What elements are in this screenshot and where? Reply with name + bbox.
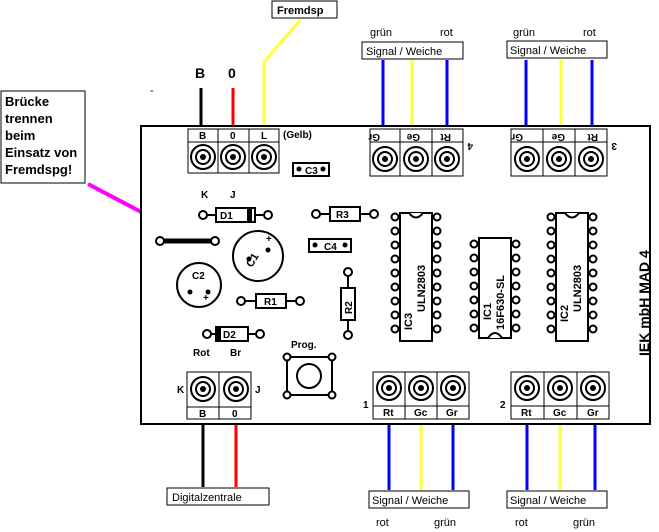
- svg-text:ULN2803: ULN2803: [572, 265, 584, 312]
- k-label-top: K: [201, 190, 209, 201]
- svg-text:16F630-SL: 16F630-SL: [495, 275, 507, 330]
- prog-label: Prog.: [291, 340, 317, 351]
- term-l-label: L: [261, 131, 267, 142]
- svg-text:C3: C3: [305, 166, 318, 177]
- svg-text:Rt: Rt: [383, 408, 394, 419]
- port1-number: 1: [363, 400, 369, 411]
- ic2-chip: IC2 ULN2803: [546, 212, 598, 342]
- port1-signal-label: Signal / Weiche: [372, 495, 448, 507]
- port4-signal-box: [361, 41, 464, 60]
- svg-text:IC1: IC1: [482, 303, 494, 320]
- port3-signal-label: Signal / Weiche: [510, 45, 586, 57]
- diode-d1: D1: [198, 207, 273, 223]
- port2-number: 2: [500, 400, 506, 411]
- port3-gruen-label: grün: [513, 27, 535, 39]
- svg-text:Gr: Gr: [587, 408, 599, 419]
- term-0-bottom-label: 0: [232, 409, 238, 420]
- bridge-note-line3: beim: [5, 128, 35, 143]
- digitalzentrale-label: Digitalzentrale: [172, 492, 242, 504]
- svg-text:Gr: Gr: [368, 131, 380, 142]
- fremdsp-wire: [262, 19, 302, 126]
- k-label-bottom: K: [177, 385, 185, 396]
- port4-number: 4: [467, 140, 473, 151]
- svg-text:Gc: Gc: [414, 408, 428, 419]
- port2-signal-label: Signal / Weiche: [510, 495, 586, 507]
- gelb-label: (Gelb): [283, 130, 312, 141]
- svg-text:IC2: IC2: [559, 305, 571, 322]
- term-b-bottom-label: B: [199, 409, 206, 420]
- b-label-top: B: [195, 65, 205, 81]
- bridge-note-line2: trennen: [5, 111, 53, 126]
- fremdsp-label-box: [271, 0, 338, 19]
- port3-terminal-block: Gr Ge Rt: [510, 128, 608, 177]
- svg-text:+: +: [203, 293, 209, 304]
- j-label-bottom: J: [255, 385, 261, 396]
- svg-text:R2: R2: [344, 301, 355, 314]
- port1-signal-box: [368, 490, 470, 509]
- svg-text:C2: C2: [192, 271, 205, 282]
- port3-rot-label: rot: [583, 27, 596, 39]
- svg-text:IC3: IC3: [403, 313, 415, 330]
- svg-text:R1: R1: [264, 297, 277, 308]
- port4-gruen-label: grün: [370, 27, 392, 39]
- resistor-r1: R1: [236, 293, 305, 309]
- svg-text:C4: C4: [324, 242, 337, 253]
- svg-text:R3: R3: [336, 210, 349, 221]
- svg-text:Rt: Rt: [440, 131, 451, 142]
- capacitor-c3: C3: [292, 162, 330, 177]
- bridge-note-box: [0, 90, 86, 184]
- svg-text:D2: D2: [223, 330, 236, 341]
- term-b-label: B: [199, 131, 206, 142]
- resistor-r3: R3: [311, 206, 379, 222]
- port2-gruen-label: grün: [573, 517, 595, 529]
- external-wires: [199, 19, 597, 490]
- port1-gruen-label: grün: [434, 517, 456, 529]
- port2-signal-box: [506, 490, 608, 509]
- bridge-note-line5: Fremdspg!: [5, 162, 72, 177]
- resistor-r2: R2: [340, 267, 356, 340]
- svg-text:D1: D1: [220, 211, 233, 222]
- rot-label-board: Rot: [193, 348, 210, 359]
- dash-mark: -: [150, 85, 154, 97]
- port1-rot-label: rot: [376, 517, 389, 529]
- j-label-top: J: [230, 190, 236, 201]
- port4-signal-label: Signal / Weiche: [366, 46, 442, 58]
- port3-signal-box: [506, 40, 608, 59]
- capacitor-c1: C1 +: [232, 230, 284, 282]
- port2-terminal-block: Rt Gc Gr: [510, 371, 610, 420]
- zero-label-top: 0: [228, 65, 236, 81]
- port2-rot-label: rot: [515, 517, 528, 529]
- power-terminal-block: B 0 L: [187, 128, 280, 174]
- svg-text:ULN2803: ULN2803: [416, 265, 428, 312]
- port4-terminal-block: Gr Ge Rt: [368, 128, 464, 177]
- port4-rot-label: rot: [440, 27, 453, 39]
- capacitor-c2: C2 +: [176, 262, 222, 308]
- svg-text:Ge: Ge: [551, 131, 565, 142]
- svg-text:Gc: Gc: [553, 408, 567, 419]
- svg-text:+: +: [266, 234, 272, 245]
- ic1-chip: IC1 16F630-SL: [469, 237, 521, 339]
- ic3-chip: IC3 ULN2803: [390, 212, 442, 342]
- port3-number: 3: [611, 140, 617, 151]
- svg-text:Gr: Gr: [446, 408, 458, 419]
- digital-terminal-block: B 0: [186, 371, 252, 420]
- svg-text:Rt: Rt: [521, 408, 532, 419]
- diode-d2: D2: [202, 326, 265, 342]
- bridge-note-line4: Einsatz von: [5, 145, 77, 160]
- capacitor-c4: C4: [308, 238, 352, 253]
- digitalzentrale-box: [166, 487, 270, 506]
- svg-text:Gr: Gr: [511, 131, 523, 142]
- br-label-board: Br: [230, 348, 241, 359]
- svg-text:Rt: Rt: [587, 131, 598, 142]
- bridge-note-line1: Brücke: [5, 94, 49, 109]
- board-title: IEK mbH MAD 4: [636, 250, 652, 356]
- term-0-label: 0: [230, 131, 236, 142]
- svg-text:Ge: Ge: [406, 131, 420, 142]
- fremdsp-label: Fremdsp: [277, 5, 324, 17]
- port1-terminal-block: Rt Gc Gr: [372, 371, 470, 420]
- prog-button[interactable]: [282, 352, 337, 400]
